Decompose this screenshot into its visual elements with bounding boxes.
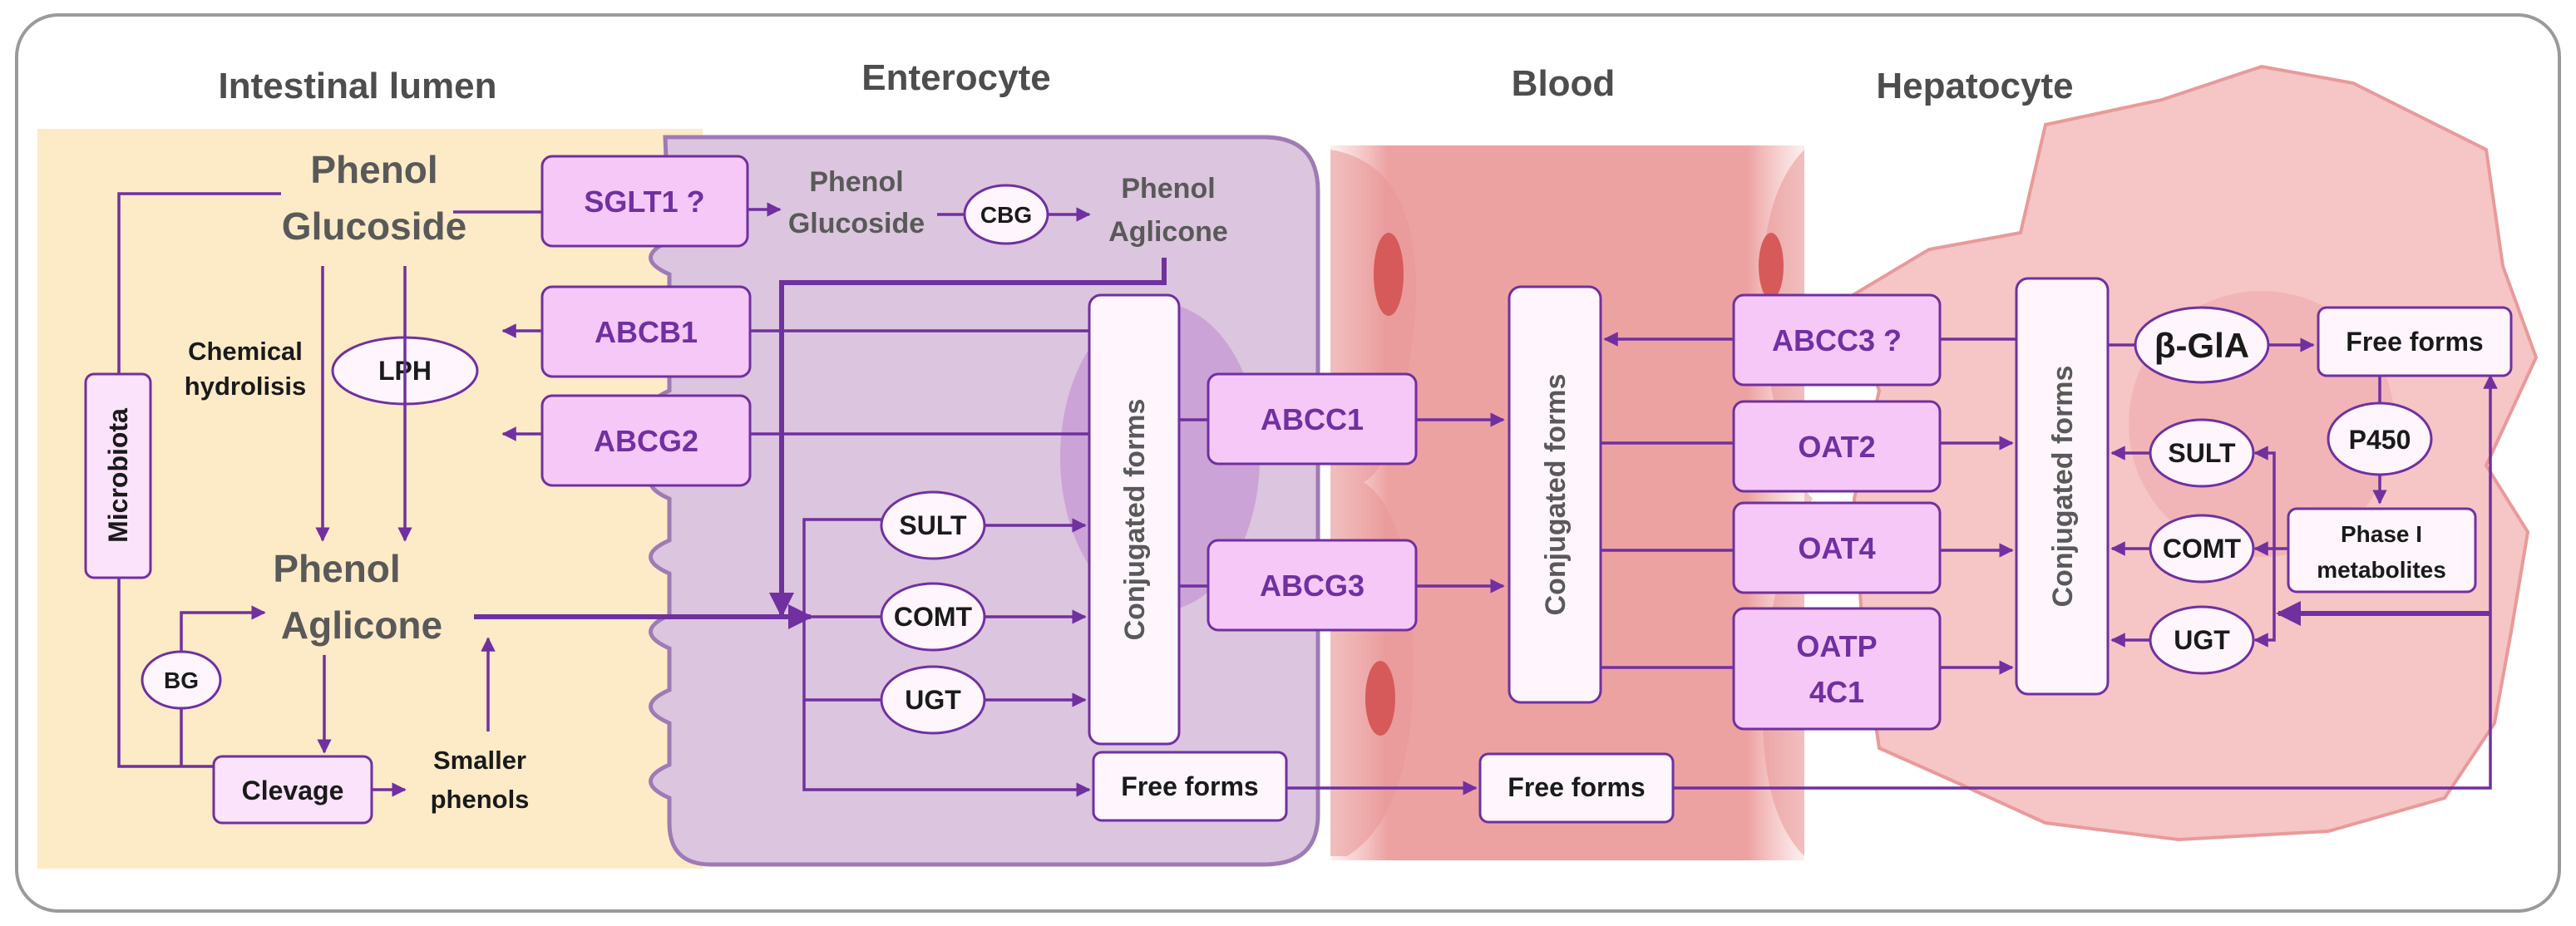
ent-free-forms-box bbox=[1092, 751, 1288, 822]
blood-vessel-wall-left bbox=[1330, 150, 1416, 856]
ent-phenol-aglicone-line1: Phenol bbox=[1121, 173, 1215, 204]
phase1-metabolites-line1: Phase I bbox=[2341, 521, 2422, 547]
hep-ugt-label: UGT bbox=[2174, 625, 2230, 655]
blood-conjugated-forms-label: Conjugated forms bbox=[1540, 374, 1572, 616]
arrow-microbiota-to-glucoside bbox=[117, 192, 281, 374]
abcg2-transporter bbox=[540, 394, 752, 487]
clevage-label: Clevage bbox=[242, 776, 344, 805]
ent-conjugated-forms-label: Conjugated forms bbox=[1119, 399, 1151, 641]
header-enterocyte: Enterocyte bbox=[861, 57, 1050, 98]
p450-label: P450 bbox=[2349, 425, 2411, 455]
line-to-ugt bbox=[2253, 619, 2276, 648]
lumen-phenol-aglicone-line1: Phenol bbox=[273, 547, 400, 590]
phase1-metabolites-line2: metabolites bbox=[2317, 557, 2446, 583]
oatp4c1-label-line1: OATP bbox=[1796, 629, 1877, 663]
abcc1-label: ABCC1 bbox=[1261, 402, 1364, 436]
header-intestinal-lumen: Intestinal lumen bbox=[219, 66, 497, 106]
header-hepatocyte: Hepatocyte bbox=[1876, 66, 2073, 106]
oatp4c1-transporter bbox=[1732, 607, 1942, 731]
oat2-transporter bbox=[1732, 400, 1942, 493]
ent-comt-label: COMT bbox=[894, 602, 973, 632]
hep-conjugated-forms-label: Conjugated forms bbox=[2047, 366, 2079, 608]
hep-free-forms-box bbox=[2317, 306, 2513, 377]
arrow-blood-free-to-hep bbox=[1673, 374, 2498, 790]
sglt1-transporter bbox=[540, 155, 749, 248]
hep-conjugated-forms-box bbox=[2015, 277, 2110, 696]
oat2-label: OAT2 bbox=[1798, 430, 1875, 464]
oat4-transporter bbox=[1732, 501, 1942, 594]
hep-comt-label: COMT bbox=[2163, 534, 2242, 564]
arrow-bg-to-aglicone bbox=[180, 605, 266, 653]
ent-phenol-aglicone-line2: Aglicone bbox=[1108, 216, 1228, 248]
bg-label: BG bbox=[164, 667, 199, 693]
lumen-phenol-aglicone-line2: Aglicone bbox=[281, 603, 442, 647]
ent-free-forms-label: Free forms bbox=[1121, 771, 1258, 801]
red-blood-cell bbox=[1374, 233, 1404, 316]
b-gla-label: β-GlA bbox=[2154, 326, 2249, 365]
hep-sult-label: SULT bbox=[2168, 438, 2236, 468]
abcc3-label: ABCC3 ? bbox=[1772, 323, 1902, 357]
header-blood: Blood bbox=[1512, 63, 1616, 104]
microbiota-label: Microbiota bbox=[103, 408, 133, 543]
ent-conjugated-forms-box bbox=[1088, 293, 1181, 746]
phase1-metabolites-box bbox=[2287, 507, 2477, 594]
sglt1-label: SGLT1 ? bbox=[584, 185, 704, 219]
abcg3-label: ABCG3 bbox=[1260, 569, 1364, 603]
red-blood-cell bbox=[1365, 661, 1395, 736]
arrow-to-free-forms bbox=[802, 700, 1091, 797]
lumen-phenol-glucoside-line2: Glucoside bbox=[282, 204, 466, 248]
blood-free-forms-label: Free forms bbox=[1508, 772, 1645, 802]
red-blood-cell bbox=[1759, 233, 1784, 299]
blood-conjugated-forms-box bbox=[1508, 285, 1602, 704]
line-to-sult bbox=[2253, 446, 2276, 619]
oatp4c1-label-line2: 4C1 bbox=[1809, 675, 1864, 709]
ent-sult-label: SULT bbox=[899, 510, 967, 540]
ent-phenol-glucoside-line2: Glucoside bbox=[788, 208, 925, 239]
cbg-label: CBG bbox=[980, 202, 1032, 228]
chemical-hydrolisis-line1: Chemical bbox=[188, 337, 303, 366]
smaller-phenols-line2: phenols bbox=[431, 785, 530, 814]
ent-phenol-glucoside-line1: Phenol bbox=[809, 166, 903, 198]
ent-ugt-label: UGT bbox=[905, 685, 961, 715]
smaller-phenols-line1: Smaller bbox=[433, 746, 526, 775]
arrow-aglicone-return bbox=[769, 258, 1167, 618]
branch-line bbox=[802, 518, 890, 617]
chemical-hydrolisis-line2: hydrolisis bbox=[185, 372, 306, 401]
oat4-label: OAT4 bbox=[1798, 531, 1875, 565]
lumen-phenol-glucoside-line1: Phenol bbox=[310, 148, 437, 191]
abcg2-label: ABCG2 bbox=[594, 424, 698, 458]
hep-free-forms-label: Free forms bbox=[2346, 327, 2483, 357]
abcb1-label: ABCB1 bbox=[595, 315, 698, 349]
